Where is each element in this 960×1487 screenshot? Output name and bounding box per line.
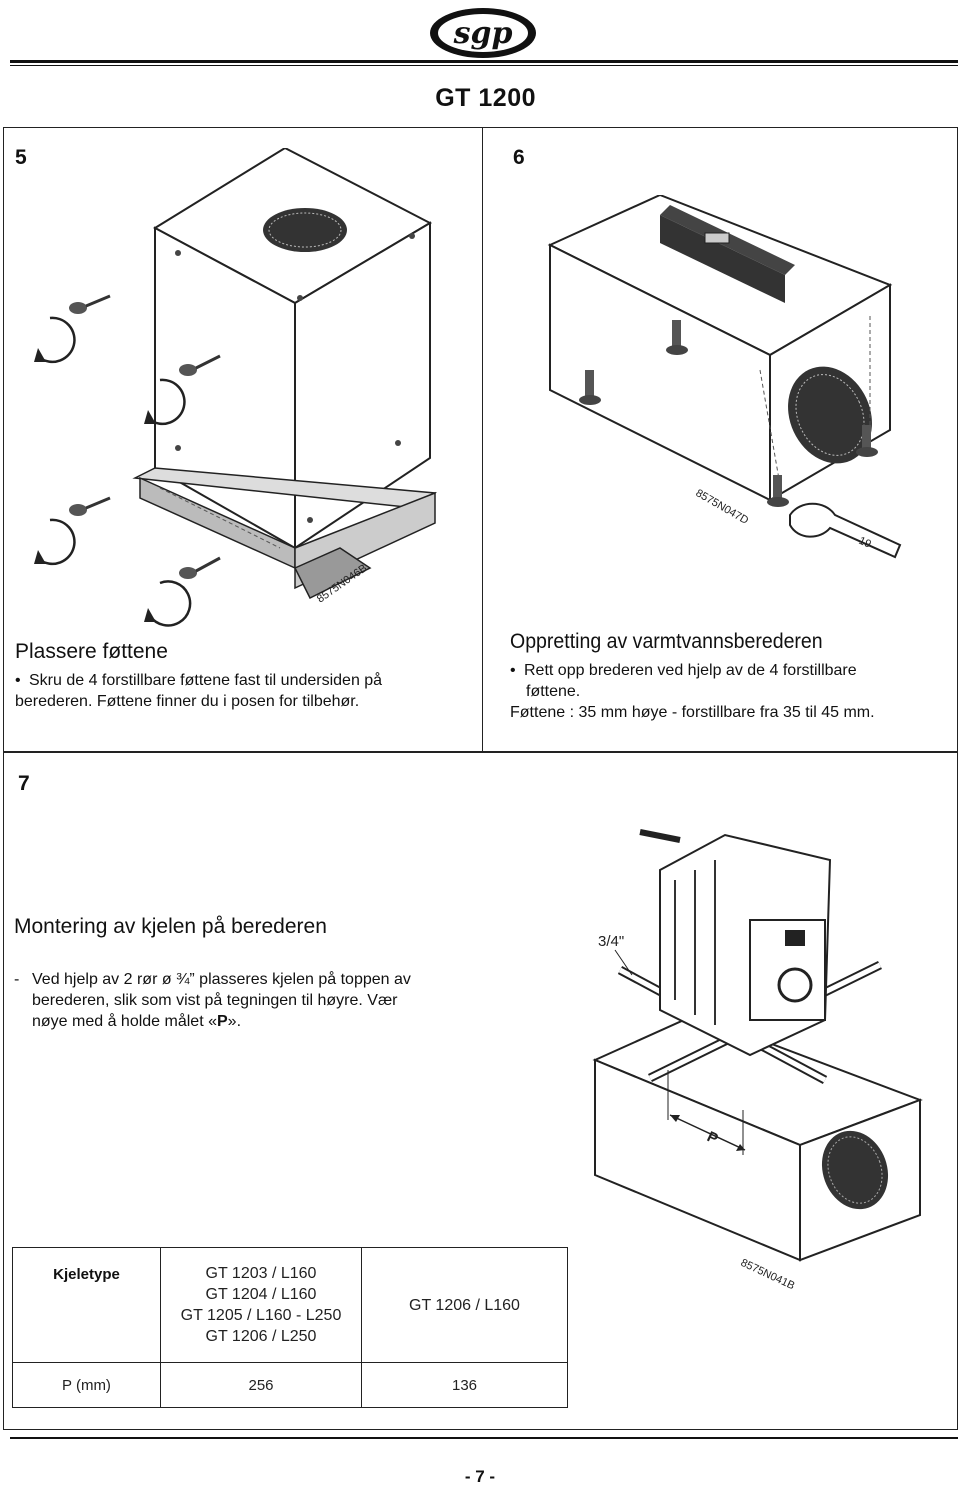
step-7-number: 7 xyxy=(18,772,30,795)
step-5-illustration: 8575N046B xyxy=(34,148,438,627)
step-6-bullet: •Rett opp brederen ved hjelp av de 4 for… xyxy=(510,660,955,723)
step-6-bullet-line-1: Rett opp brederen ved hjelp av de 4 fors… xyxy=(524,662,857,679)
adjustable-foot-4 xyxy=(856,425,878,457)
table-p-value-col2: 136 xyxy=(361,1362,568,1408)
step-5-bullet-line-2: berederen. Føttene finner du i posen for… xyxy=(15,693,360,710)
table-col2-models: GT 1206 / L160 xyxy=(361,1247,568,1363)
header-rule-thin xyxy=(10,65,958,66)
table-header-label: Kjeletype xyxy=(12,1247,161,1363)
boiler-type-table: Kjeletype GT 1203 / L160 GT 1204 / L160 … xyxy=(12,1247,568,1408)
step-5-number: 5 xyxy=(15,146,27,169)
wrench-size: 19 xyxy=(857,535,873,551)
step-5-title: Plassere føttene xyxy=(15,640,168,663)
footer-rule xyxy=(10,1437,958,1439)
adjustable-foot-1 xyxy=(579,370,601,405)
page-number: - 7 - xyxy=(464,1467,496,1486)
step-7-title: Montering av kjelen på berederen xyxy=(14,915,327,938)
table-p-value-col1: 256 xyxy=(160,1362,362,1408)
step-7-dash: - xyxy=(14,971,20,988)
header-rule xyxy=(10,60,958,63)
foot-2 xyxy=(144,354,221,426)
step-6-note: Føttene : 35 mm høye - forstillbare fra … xyxy=(510,704,875,721)
adjustable-foot-2 xyxy=(666,320,688,355)
step-6-number: 6 xyxy=(513,146,525,169)
pipe-size-label: 3/4" xyxy=(598,933,624,950)
table-row-label: P (mm) xyxy=(12,1362,161,1408)
model-title: GT 1200 xyxy=(435,84,536,112)
step-5-bullet: •Skru de 4 forstillbare føttene fast til… xyxy=(15,670,475,712)
logo-text: sgp xyxy=(453,16,513,51)
table-col1-models: GT 1203 / L160 GT 1204 / L160 GT 1205 / … xyxy=(160,1247,362,1363)
adjustable-foot-3 xyxy=(767,475,789,507)
step-5-bullet-line-1: Skru de 4 forstillbare føttene fast til … xyxy=(29,672,383,689)
step-6-title: Oppretting av varmtvannsberederen xyxy=(510,630,823,653)
foot-3 xyxy=(34,496,111,566)
step-6-illustration: 8575N047D 19 xyxy=(547,195,902,559)
step-7-text: -Ved hjelp av 2 rør ø ¾” plasseres kjele… xyxy=(14,969,504,1032)
wrench-icon: 19 xyxy=(789,502,902,559)
column-divider xyxy=(482,127,483,752)
step-7-line-1: Ved hjelp av 2 rør ø ¾” plasseres kjelen… xyxy=(32,971,411,988)
steps-5-6-frame xyxy=(3,127,958,752)
step-6-figure-code: 8575N047D xyxy=(694,487,751,527)
step-7-line-3: nøye med å holde målet «P». xyxy=(32,1013,242,1030)
step-7-frame xyxy=(3,752,958,1430)
step-7-figure-code: 8575N041B xyxy=(739,1257,797,1290)
step-7-illustration: 3/4" P 8575N041B xyxy=(592,829,923,1290)
foot-1 xyxy=(34,294,111,364)
step-6-bullet-line-2: føttene. xyxy=(526,683,581,700)
foot-4 xyxy=(144,556,221,627)
step-7-line-2: berederen, slik som vist på tegningen ti… xyxy=(32,992,398,1009)
sgp-logo: sgp xyxy=(430,8,536,58)
